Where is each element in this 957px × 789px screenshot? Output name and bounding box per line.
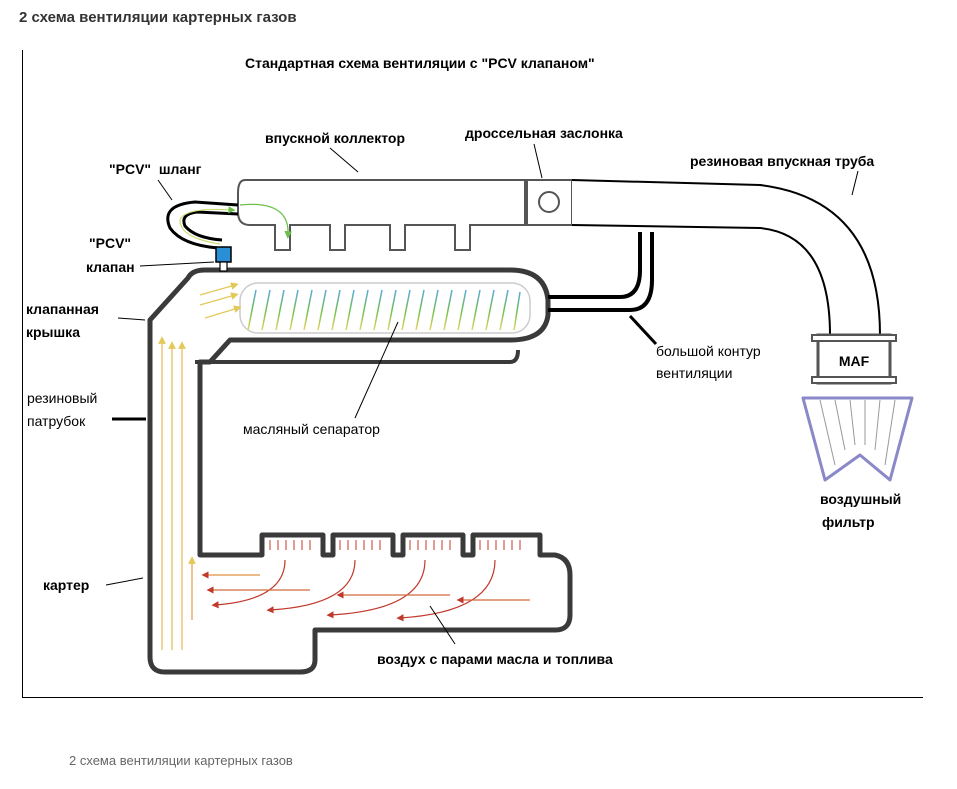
leader-air-vapors bbox=[429, 605, 456, 645]
intake-manifold bbox=[237, 179, 526, 251]
label-valve-cover-2: крышка bbox=[26, 324, 80, 340]
diagram-title: Стандартная схема вентиляции с "PCV клап… bbox=[245, 55, 595, 71]
engine-body-outline bbox=[147, 267, 573, 675]
leader-crankcase bbox=[105, 577, 144, 586]
piston-downflow-arrows bbox=[269, 540, 521, 550]
label-air-filter-2: фильтр bbox=[822, 514, 875, 530]
label-pcv-valve-2: клапан bbox=[86, 259, 135, 275]
pcv-valve-stem bbox=[219, 261, 228, 272]
leader-pcv-hose bbox=[157, 179, 173, 201]
label-valve-cover-1: клапанная bbox=[26, 301, 99, 317]
channel-inner-wall bbox=[195, 349, 520, 364]
label-rubber-intake-pipe: резиновая впускная труба bbox=[690, 153, 874, 169]
maf-label: MAF bbox=[839, 353, 870, 369]
label-rubber-pipe-1: резиновый bbox=[27, 390, 97, 406]
label-big-loop-1: большой контур bbox=[656, 343, 761, 359]
pcv-hose bbox=[166, 200, 239, 250]
manifold-flow-arrow bbox=[239, 203, 293, 239]
label-oil-separator: масляный сепаратор bbox=[243, 421, 380, 437]
pcv-valve-icon bbox=[215, 246, 232, 263]
label-rubber-pipe-2: патрубок bbox=[27, 413, 86, 429]
page-heading: 2 схема вентиляции картерных газов bbox=[19, 9, 297, 26]
throttle-plate bbox=[538, 191, 560, 213]
leader-pcv-valve bbox=[139, 261, 215, 267]
leader-rubber-intake-pipe bbox=[851, 170, 859, 196]
leader-big-loop bbox=[628, 314, 658, 346]
label-throttle: дроссельная заслонка bbox=[465, 125, 623, 141]
air-filter bbox=[801, 396, 914, 482]
label-air-vapors: воздух с парами масла и топлива bbox=[377, 651, 613, 667]
label-crankcase: картер bbox=[43, 577, 89, 593]
leader-valve-cover bbox=[117, 317, 146, 321]
valve-cover-flow bbox=[199, 282, 242, 319]
leader-intake-manifold bbox=[329, 147, 359, 173]
air-filter-pleats bbox=[819, 399, 896, 466]
label-air-filter-1: воздушный bbox=[820, 491, 901, 507]
label-intake-manifold: впускной коллектор bbox=[265, 130, 405, 146]
oil-separator-flow bbox=[247, 289, 521, 331]
label-big-loop-2: вентиляции bbox=[656, 365, 732, 381]
maf-flange-bottom bbox=[811, 376, 897, 384]
leader-oil-separator bbox=[354, 321, 399, 419]
label-pcv-hose: "PCV" шланг bbox=[109, 161, 202, 177]
diagram-frame bbox=[22, 50, 923, 698]
maf-flange-top bbox=[811, 334, 897, 342]
figure-caption: 2 схема вентиляции картерных газов bbox=[69, 753, 293, 768]
crankcase-flow-arrows bbox=[201, 559, 530, 622]
pcv-hose-flow bbox=[179, 206, 236, 245]
channel-upflow-arrows bbox=[158, 336, 196, 650]
leader-throttle bbox=[533, 143, 543, 179]
label-pcv-valve-1: "PCV" bbox=[89, 235, 131, 251]
big-ventilation-hose bbox=[548, 232, 654, 312]
